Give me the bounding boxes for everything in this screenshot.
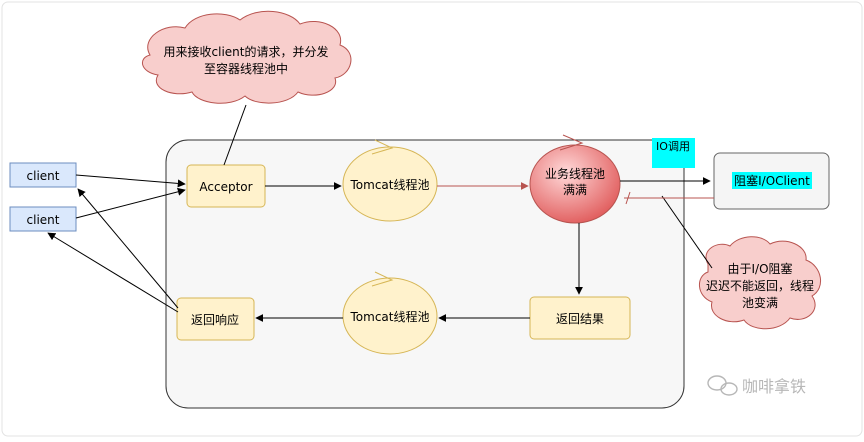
cloud-right-line3: 池变满 — [742, 295, 778, 310]
connector-cloud-to-acceptor — [223, 104, 247, 166]
business-thread-pool: 业务线程池 满满 — [529, 134, 621, 224]
acceptor-box: Acceptor — [186, 164, 266, 208]
wechat-icon — [707, 375, 738, 396]
blocking-io-client-label: 阻塞I/OClient — [734, 173, 810, 188]
cloud-note-top: 用来接收client的请求，并分发 至容器线程池中 — [142, 10, 352, 104]
cloud-right-line2: 迟迟不能返回，线程 — [706, 278, 814, 293]
acceptor-label: Acceptor — [199, 180, 252, 194]
cloud-top-line1: 用来接收client的请求，并分发 — [164, 44, 329, 59]
client-box-1: client — [9, 162, 77, 188]
tomcat-pool-top-label: Tomcat线程池 — [350, 177, 430, 192]
cloud-top-line2: 至容器线程池中 — [204, 61, 288, 76]
business-pool-label-line2: 满满 — [563, 183, 587, 197]
watermark: 咖啡拿铁 — [707, 375, 806, 396]
arrow-io-return-red-tick — [625, 191, 631, 205]
client-label-2: client — [27, 213, 60, 227]
blocking-io-client-box: 阻塞I/OClient — [713, 152, 830, 210]
arrow-client2-to-acceptor — [75, 187, 186, 219]
return-response-box: 返回响应 — [176, 297, 255, 341]
connector-cloud-to-io-line — [661, 195, 713, 269]
return-response-label: 返回响应 — [191, 312, 239, 327]
client-box-2: client — [9, 206, 77, 232]
cloud-right-line1: 由于I/O阻塞 — [727, 261, 792, 276]
io-call-label-box: IO调用 — [652, 138, 695, 168]
return-result-box: 返回结果 — [529, 296, 631, 340]
arrow-response-to-client1 — [77, 188, 179, 309]
arrow-response-to-client2 — [47, 232, 179, 313]
tomcat-pool-top: Tomcat线程池 — [342, 139, 438, 222]
watermark-label: 咖啡拿铁 — [742, 377, 806, 396]
client-label-1: client — [27, 169, 60, 183]
tomcat-pool-bottom: Tomcat线程池 — [342, 271, 438, 355]
io-call-label: IO调用 — [656, 140, 690, 153]
business-pool-label-line1: 业务线程池 — [545, 166, 605, 181]
arrow-client1-to-acceptor — [75, 174, 186, 188]
return-result-label: 返回结果 — [556, 312, 604, 326]
cloud-note-right: 由于I/O阻塞 迟迟不能返回，线程 池变满 — [699, 236, 821, 330]
tomcat-pool-bottom-label: Tomcat线程池 — [350, 309, 430, 324]
